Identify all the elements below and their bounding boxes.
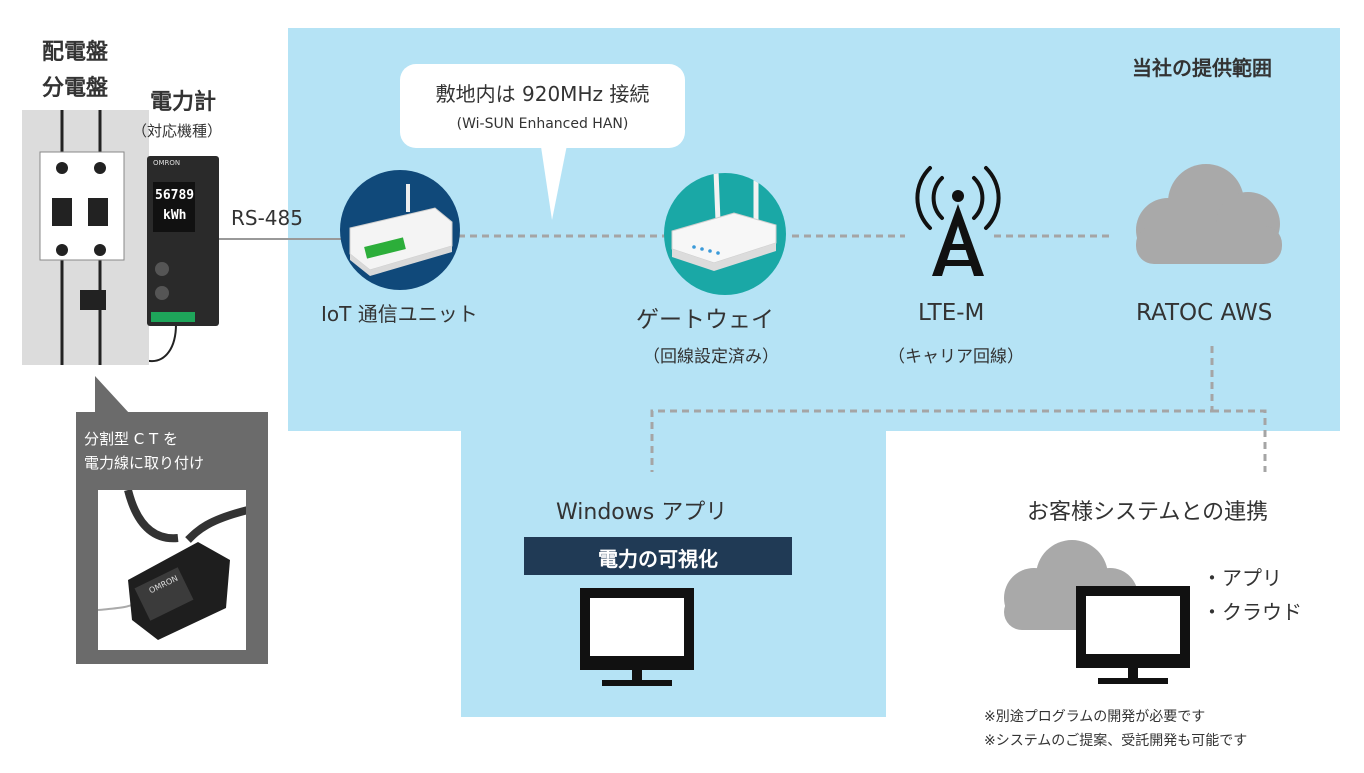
service-scope-label: 当社の提供範囲	[1132, 56, 1272, 80]
meter-display-digits: 56789	[155, 188, 195, 203]
speech-bubble-line2: (Wi-SUN Enhanced HAN)	[456, 116, 629, 132]
windows-app-banner-text: 電力の可視化	[598, 547, 718, 571]
gateway-sublabel: （回線設定済み）	[643, 347, 779, 367]
radio-tower-icon	[915, 166, 1001, 276]
distribution-panel	[22, 110, 149, 365]
meter-terminal-block	[151, 312, 195, 322]
lte-sublabel: （キャリア回線）	[888, 347, 1024, 367]
panel-title-line1: 配電盤	[42, 40, 109, 65]
speech-bubble: 敷地内は 920MHz 接続 (Wi-SUN Enhanced HAN)	[400, 64, 685, 148]
customer-bullet-cloud: ・クラウド	[1202, 600, 1302, 624]
gateway-label: ゲートウェイ	[636, 307, 774, 333]
panel-title-line2: 分電盤	[42, 76, 109, 101]
windows-app-title: Windows アプリ	[556, 500, 728, 525]
note-line2: ※システムのご提案、受託開発も可能です	[984, 733, 1248, 749]
iot-unit-device-icon	[340, 170, 460, 290]
monitor-icon	[580, 588, 694, 686]
ct-clamp-photo: OMRON	[98, 490, 246, 650]
customer-title: お客様システムとの連携	[1027, 500, 1269, 525]
power-meter: OMRON 56789 kWh	[147, 156, 219, 326]
aws-label: RATOC AWS	[1136, 300, 1273, 326]
meter-title: 電力計	[150, 90, 217, 115]
cloud-icon	[1136, 164, 1282, 264]
customer-bullet-app: ・アプリ	[1202, 566, 1282, 590]
ct-callout: 分割型 C T を 電力線に取り付け OMRON	[76, 412, 268, 664]
meter-button-mode	[155, 262, 169, 276]
meter-button-enter	[155, 286, 169, 300]
ct-callout-line1: 分割型 C T を	[84, 430, 178, 448]
speech-bubble-line1: 敷地内は 920MHz 接続	[435, 82, 650, 106]
lte-label: LTE-M	[918, 300, 985, 326]
note-line1: ※別途プログラムの開発が必要です	[984, 709, 1206, 725]
iot-unit-label: IoT 通信ユニット	[321, 302, 478, 326]
ct-callout-line2: 電力線に取り付け	[84, 454, 205, 472]
router-icon	[664, 173, 786, 295]
breaker-icon	[39, 110, 125, 365]
meter-brand: OMRON	[153, 159, 181, 167]
meter-display: 56789 kWh	[153, 182, 195, 232]
meter-display-unit: kWh	[163, 208, 187, 223]
meter-subtitle: （対応機種）	[132, 122, 223, 140]
windows-app-banner: 電力の可視化	[524, 537, 792, 575]
rs485-label: RS-485	[231, 206, 303, 230]
customer-monitor-icon	[1076, 586, 1190, 684]
